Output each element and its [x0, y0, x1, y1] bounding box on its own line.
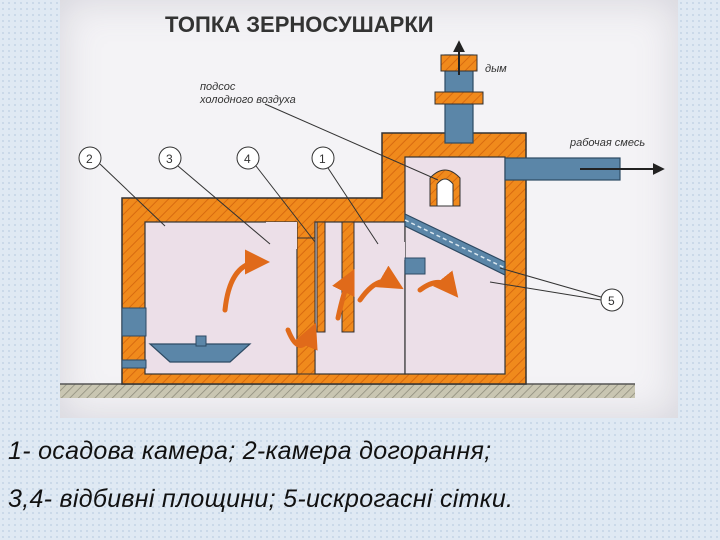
ash-tray [148, 335, 252, 363]
spark-arrester-grid [404, 213, 506, 276]
cold-air-intake [429, 169, 461, 207]
chimney [434, 40, 484, 144]
inlet-pipes [121, 257, 426, 369]
diagram-title: ТОПКА ЗЕРНОСУШАРКИ [165, 12, 434, 37]
caption-line-2: 3,4- відбивні площини; 5-искрогасні сітк… [8, 485, 514, 513]
marker-2: 2 [86, 152, 93, 166]
ground [60, 384, 635, 398]
marker-1: 1 [319, 152, 326, 166]
marker-3: 3 [166, 152, 173, 166]
label-cold-air-2: холодного воздуха [199, 94, 296, 106]
marker-group: 2 3 4 1 5 [78, 146, 624, 312]
label-cold-air-1: подсос [200, 81, 236, 93]
label-smoke: дым [485, 63, 507, 75]
marker-4: 4 [244, 152, 251, 166]
label-working-mix: рабочая смесь [569, 137, 645, 149]
outlet-pipe [504, 157, 665, 181]
caption-line-1: 1- осадова камера; 2-камера догорання; [8, 437, 492, 465]
furnace-diagram: ТОПКА ЗЕРНОСУШАРКИ дым [60, 0, 678, 418]
flow-arrows [222, 249, 459, 351]
marker-5: 5 [608, 294, 615, 308]
